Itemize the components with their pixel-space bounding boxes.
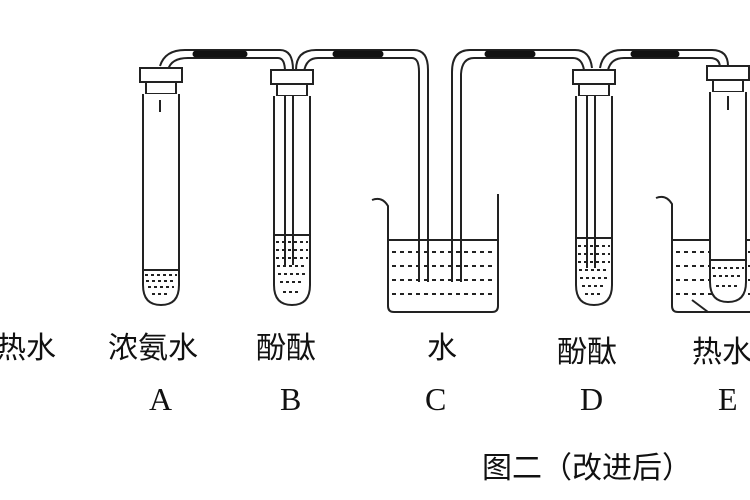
caption-left-partial: ） xyxy=(0,451,16,486)
label-a: 浓氨水 xyxy=(108,331,198,366)
letter-a: A xyxy=(149,381,172,417)
test-tube-d xyxy=(572,69,616,307)
letter-b: B xyxy=(280,381,301,417)
figure-caption: 图二（改进后） xyxy=(482,451,692,486)
test-tube-e xyxy=(706,65,750,304)
label-left-partial: 热水 xyxy=(0,331,56,366)
label-e: 热水 xyxy=(692,335,750,370)
letter-e: E xyxy=(718,381,738,417)
letter-d: D xyxy=(580,381,603,417)
label-d: 酚酞 xyxy=(557,335,617,370)
beaker-c xyxy=(371,194,499,313)
connecting-tubes xyxy=(159,49,729,282)
label-c: 水 xyxy=(427,331,457,366)
letter-c: C xyxy=(425,381,446,417)
test-tube-a xyxy=(139,67,183,307)
label-b: 酚酞 xyxy=(256,331,316,366)
test-tube-b xyxy=(270,69,314,307)
